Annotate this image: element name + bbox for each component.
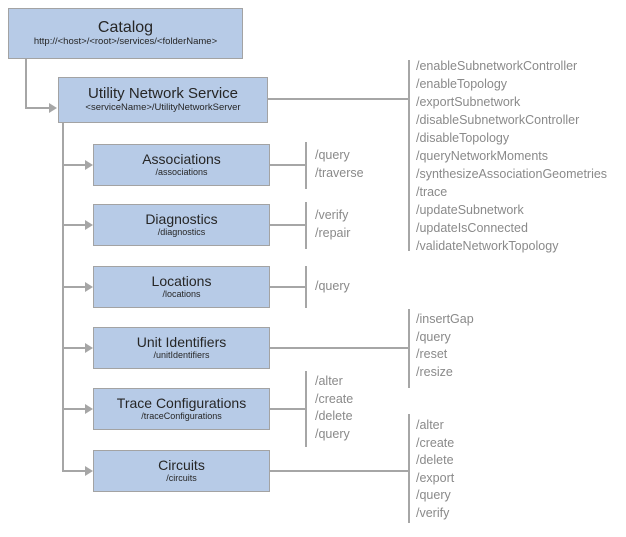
connector <box>62 408 85 410</box>
arrowhead-icon <box>85 404 93 414</box>
op-item: /alter <box>416 418 444 432</box>
ops-bracket <box>408 309 410 388</box>
op-item: /export <box>416 470 455 485</box>
op-item: /delete <box>315 409 353 423</box>
connector <box>270 408 305 410</box>
op-item: /verify <box>416 505 450 520</box>
op-item: /queryNetworkMoments <box>416 149 548 163</box>
node-title: Unit Identifiers <box>136 333 227 350</box>
connector <box>270 470 408 472</box>
ops-bracket <box>305 266 307 308</box>
ops-bracket <box>305 202 307 249</box>
ops-list-circuits: /alter/create/delete/export/query/verify <box>416 417 454 522</box>
op-item: /updateIsConnected <box>416 221 528 235</box>
ops-bracket <box>408 60 410 251</box>
ops-bracket <box>408 414 410 523</box>
service-node: Utility Network Service <serviceName>/Ut… <box>58 77 268 123</box>
arrowhead-icon <box>49 103 57 113</box>
arrowhead-icon <box>85 160 93 170</box>
ops-list-service: /enableSubnetworkController/enableTopolo… <box>416 57 607 255</box>
op-item: /alter <box>315 374 343 388</box>
op-item: /resize <box>416 364 453 379</box>
ops-list-locations: /query <box>315 278 350 296</box>
node-unit-identifiers: Unit Identifiers /unitIdentifiers <box>93 327 270 369</box>
catalog-subtitle: http://<host>/<root>/services/<folderNam… <box>33 36 218 48</box>
connector <box>25 59 27 109</box>
connector <box>270 286 305 288</box>
node-trace-configurations: Trace Configurations /traceConfiguration… <box>93 388 270 430</box>
node-subtitle: /circuits <box>166 473 197 484</box>
op-item: /delete <box>416 453 454 467</box>
node-title: Circuits <box>158 456 205 473</box>
connector <box>62 123 64 472</box>
op-item: /query <box>416 488 451 502</box>
op-item: /reset <box>416 347 448 361</box>
node-circuits: Circuits /circuits <box>93 450 270 492</box>
node-title: Trace Configurations <box>116 394 247 411</box>
op-item: /traverse <box>315 165 364 180</box>
catalog-node: Catalog http://<host>/<root>/services/<f… <box>8 8 243 59</box>
ops-list-diagnostics: /verify/repair <box>315 207 350 242</box>
node-diagnostics: Diagnostics /diagnostics <box>93 204 270 246</box>
node-subtitle: /traceConfigurations <box>141 411 222 422</box>
ops-bracket <box>305 371 307 447</box>
ops-list-associations: /query/traverse <box>315 147 364 182</box>
op-item: /enableTopology <box>416 77 508 91</box>
op-item: /updateSubnetwork <box>416 203 524 217</box>
node-title: Locations <box>151 272 212 289</box>
op-item: /trace <box>416 185 448 199</box>
connector <box>25 107 49 109</box>
op-item: /repair <box>315 225 351 240</box>
catalog-title: Catalog <box>97 18 154 36</box>
node-subtitle: /diagnostics <box>157 227 206 238</box>
connector <box>62 286 85 288</box>
connector <box>270 347 408 349</box>
arrowhead-icon <box>85 343 93 353</box>
node-subtitle: /associations <box>155 167 208 178</box>
node-title: Associations <box>142 150 221 167</box>
connector <box>270 164 305 166</box>
arrowhead-icon <box>85 282 93 292</box>
op-item: /synthesizeAssociationGeometries <box>416 167 608 181</box>
node-subtitle: /unitIdentifiers <box>153 350 210 361</box>
op-item: /disableTopology <box>416 131 510 145</box>
op-item: /exportSubnetwork <box>416 95 521 109</box>
op-item: /enableSubnetworkController <box>416 59 578 73</box>
arrowhead-icon <box>85 466 93 476</box>
node-subtitle: /locations <box>162 289 201 300</box>
op-item: /create <box>416 435 455 450</box>
op-item: /verify <box>315 208 349 222</box>
service-title: Utility Network Service <box>87 84 239 102</box>
connector <box>268 98 408 100</box>
ops-list-trace-configurations: /alter/create/delete/query <box>315 373 353 443</box>
node-title: Diagnostics <box>145 210 218 227</box>
op-item: /query <box>416 329 451 344</box>
node-locations: Locations /locations <box>93 266 270 308</box>
op-item: /query <box>315 148 350 162</box>
connector <box>62 470 85 472</box>
op-item: /validateNetworkTopology <box>416 239 559 253</box>
connector <box>270 224 305 226</box>
op-item: /query <box>315 426 350 441</box>
connector <box>62 347 85 349</box>
op-item: /disableSubnetworkController <box>416 113 580 127</box>
ops-list-unit-identifiers: /insertGap/query/reset/resize <box>416 311 474 381</box>
service-subtitle: <serviceName>/UtilityNetworkServer <box>85 102 241 114</box>
arrowhead-icon <box>85 220 93 230</box>
op-item: /create <box>315 391 354 406</box>
connector <box>62 164 85 166</box>
ops-bracket <box>305 142 307 189</box>
connector <box>62 224 85 226</box>
node-associations: Associations /associations <box>93 144 270 186</box>
op-item: /query <box>315 279 350 293</box>
op-item: /insertGap <box>416 312 474 326</box>
